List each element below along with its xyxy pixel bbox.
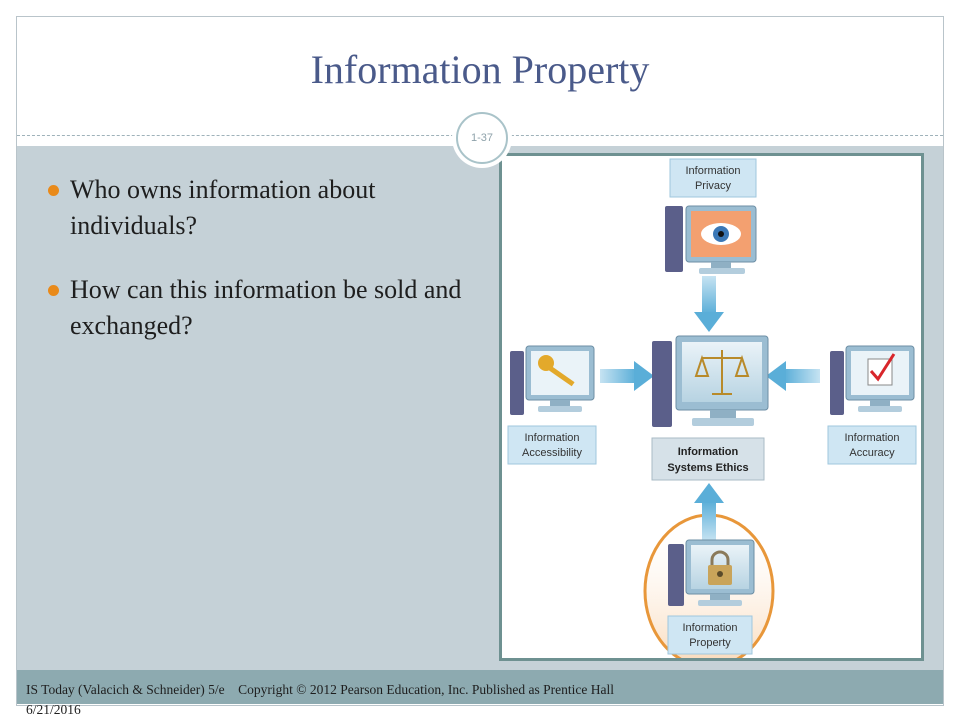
- accessibility-node: Information Accessibility: [507, 345, 597, 465]
- svg-text:Property: Property: [689, 637, 731, 649]
- ethics-node: Information Systems Ethics: [651, 335, 769, 481]
- footer-copyright: Copyright © 2012 Pearson Education, Inc.…: [238, 682, 614, 697]
- slide-number-badge: 1-37: [456, 112, 508, 164]
- footer-date: 6/21/2016: [26, 702, 81, 717]
- tower-icon: [665, 206, 683, 272]
- ethics-diagram: Information Privacy: [507, 158, 917, 669]
- tower-icon: [830, 351, 844, 415]
- slide-frame: [16, 16, 944, 706]
- accuracy-node: Information Accuracy: [827, 345, 917, 465]
- scales-icon: [694, 350, 750, 395]
- bullet-item: How can this information be sold and exc…: [48, 272, 468, 344]
- svg-text:Accuracy: Accuracy: [849, 447, 895, 459]
- ethics-figure: Information Privacy: [499, 153, 924, 669]
- bullet-icon: [48, 285, 59, 296]
- footer-text: IS Today (Valacich & Schneider) 5/e Copy…: [26, 682, 614, 698]
- checkmark-icon: [869, 353, 896, 382]
- key-icon: [538, 355, 575, 387]
- lock-icon: [708, 550, 732, 585]
- footer-source: IS Today (Valacich & Schneider) 5/e: [26, 682, 225, 697]
- arrow-up-icon: [694, 483, 724, 541]
- bullet-list: Who owns information about individuals? …: [48, 172, 468, 372]
- bullet-item: Who owns information about individuals?: [48, 172, 468, 244]
- privacy-node: Information Privacy: [665, 158, 757, 274]
- svg-text:Systems Ethics: Systems Ethics: [667, 462, 748, 474]
- tower-icon: [668, 544, 684, 606]
- svg-text:Information: Information: [678, 446, 739, 458]
- tower-icon: [510, 351, 524, 415]
- tower-icon: [652, 341, 672, 427]
- svg-text:Information: Information: [682, 622, 737, 634]
- arrow-right-icon: [600, 361, 654, 391]
- svg-text:Privacy: Privacy: [695, 180, 732, 192]
- svg-text:Information: Information: [685, 165, 740, 177]
- arrow-down-icon: [694, 276, 724, 332]
- arrow-left-icon: [766, 361, 820, 391]
- svg-text:Information: Information: [524, 432, 579, 444]
- bullet-icon: [48, 185, 59, 196]
- property-node: Information Property: [667, 539, 755, 655]
- slide-title: Information Property: [310, 47, 650, 92]
- svg-text:Information: Information: [844, 432, 899, 444]
- footer-bar: [17, 670, 943, 704]
- svg-text:Accessibility: Accessibility: [522, 447, 582, 459]
